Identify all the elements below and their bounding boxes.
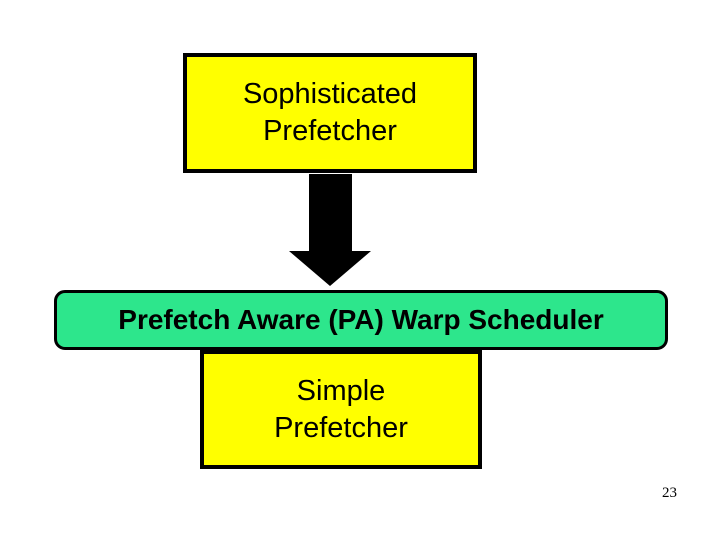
sophisticated-prefetcher-line1: Sophisticated bbox=[242, 78, 418, 110]
page-number: 23 bbox=[662, 485, 677, 501]
pa-warp-scheduler-box: Prefetch Aware (PA) Warp Scheduler bbox=[54, 290, 668, 350]
sophisticated-prefetcher-line2: Prefetcher bbox=[263, 115, 397, 147]
pa-warp-scheduler-label: Prefetch Aware (PA) Warp Scheduler bbox=[118, 304, 604, 335]
simple-prefetcher-line1: Simple bbox=[296, 374, 386, 407]
down-arrow-stem bbox=[309, 174, 352, 252]
sophisticated-prefetcher-box: Sophisticated Prefetcher bbox=[183, 53, 477, 173]
simple-prefetcher-line2: Prefetcher bbox=[274, 411, 408, 444]
down-arrow-icon bbox=[289, 174, 371, 286]
down-arrow-head bbox=[289, 251, 371, 286]
simple-prefetcher-box: Simple Prefetcher bbox=[200, 350, 482, 469]
